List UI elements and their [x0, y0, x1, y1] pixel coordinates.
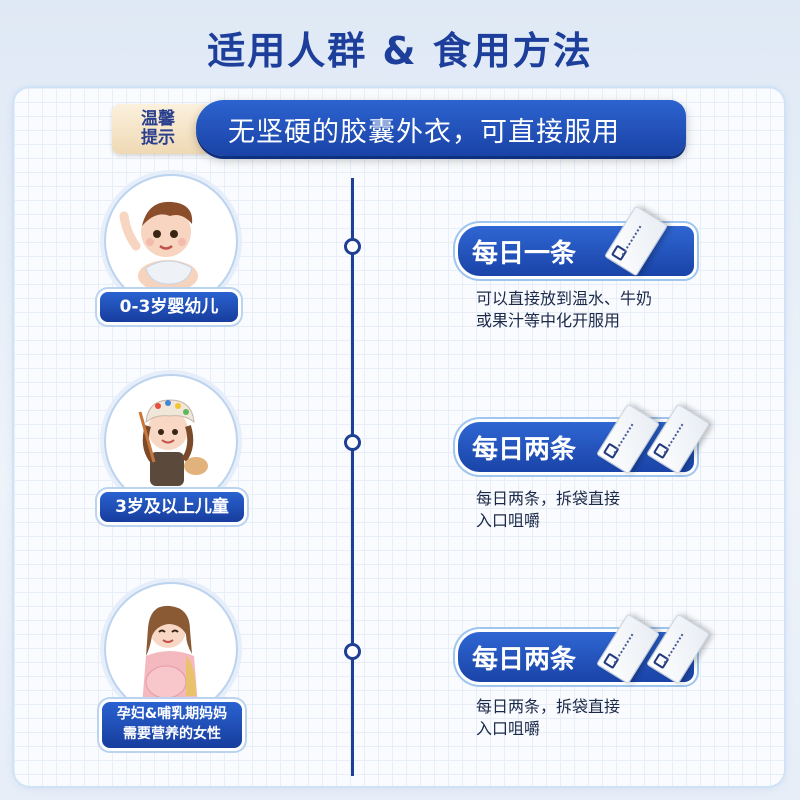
dose-text: 每日一条 — [472, 239, 577, 269]
dose-text: 每日两条 — [472, 435, 577, 465]
desc-line: 入口咀嚼 — [476, 511, 541, 530]
timeline-line — [351, 178, 354, 776]
dose-text: 每日两条 — [472, 645, 577, 675]
page-title: 适用人群 & 食用方法 — [207, 29, 593, 73]
dose-description-child: 每日两条，拆袋直接 入口咀嚼 — [476, 488, 620, 532]
timeline-node-icon — [344, 238, 361, 255]
dose-description-infant: 可以直接放到温水、牛奶 或果汁等中化开服用 — [476, 288, 652, 332]
dose-description-mother: 每日两条，拆袋直接 入口咀嚼 — [476, 696, 620, 740]
tip-tag-label: 温馨提示 — [141, 109, 175, 148]
desc-line: 或果汁等中化开服用 — [476, 311, 621, 330]
timeline-node-icon — [344, 643, 361, 660]
child-painter-illustration — [104, 374, 238, 508]
desc-line: 每日两条，拆袋直接 — [476, 697, 621, 716]
group-label-line: 需要营养的女性 — [123, 726, 221, 742]
tip-banner-text: 无坚硬的胶囊外衣，可直接服用 — [228, 117, 620, 148]
desc-line: 每日两条，拆袋直接 — [476, 489, 621, 508]
group-label-infant: 0-3岁婴幼儿 — [100, 292, 238, 322]
desc-line: 可以直接放到温水、牛奶 — [476, 289, 653, 308]
baby-illustration — [104, 174, 238, 308]
tip-tag: 温馨提示 — [112, 104, 210, 154]
desc-line: 入口咀嚼 — [476, 719, 541, 738]
group-label-mother: 孕妇&哺乳期妈妈 需要营养的女性 — [102, 702, 242, 748]
group-label-child: 3岁及以上儿童 — [100, 492, 244, 522]
tip-banner: 无坚硬的胶囊外衣，可直接服用 — [196, 100, 686, 156]
pregnant-woman-illustration — [104, 582, 238, 716]
group-label-line: 孕妇&哺乳期妈妈 — [116, 706, 228, 722]
timeline-node-icon — [344, 434, 361, 451]
